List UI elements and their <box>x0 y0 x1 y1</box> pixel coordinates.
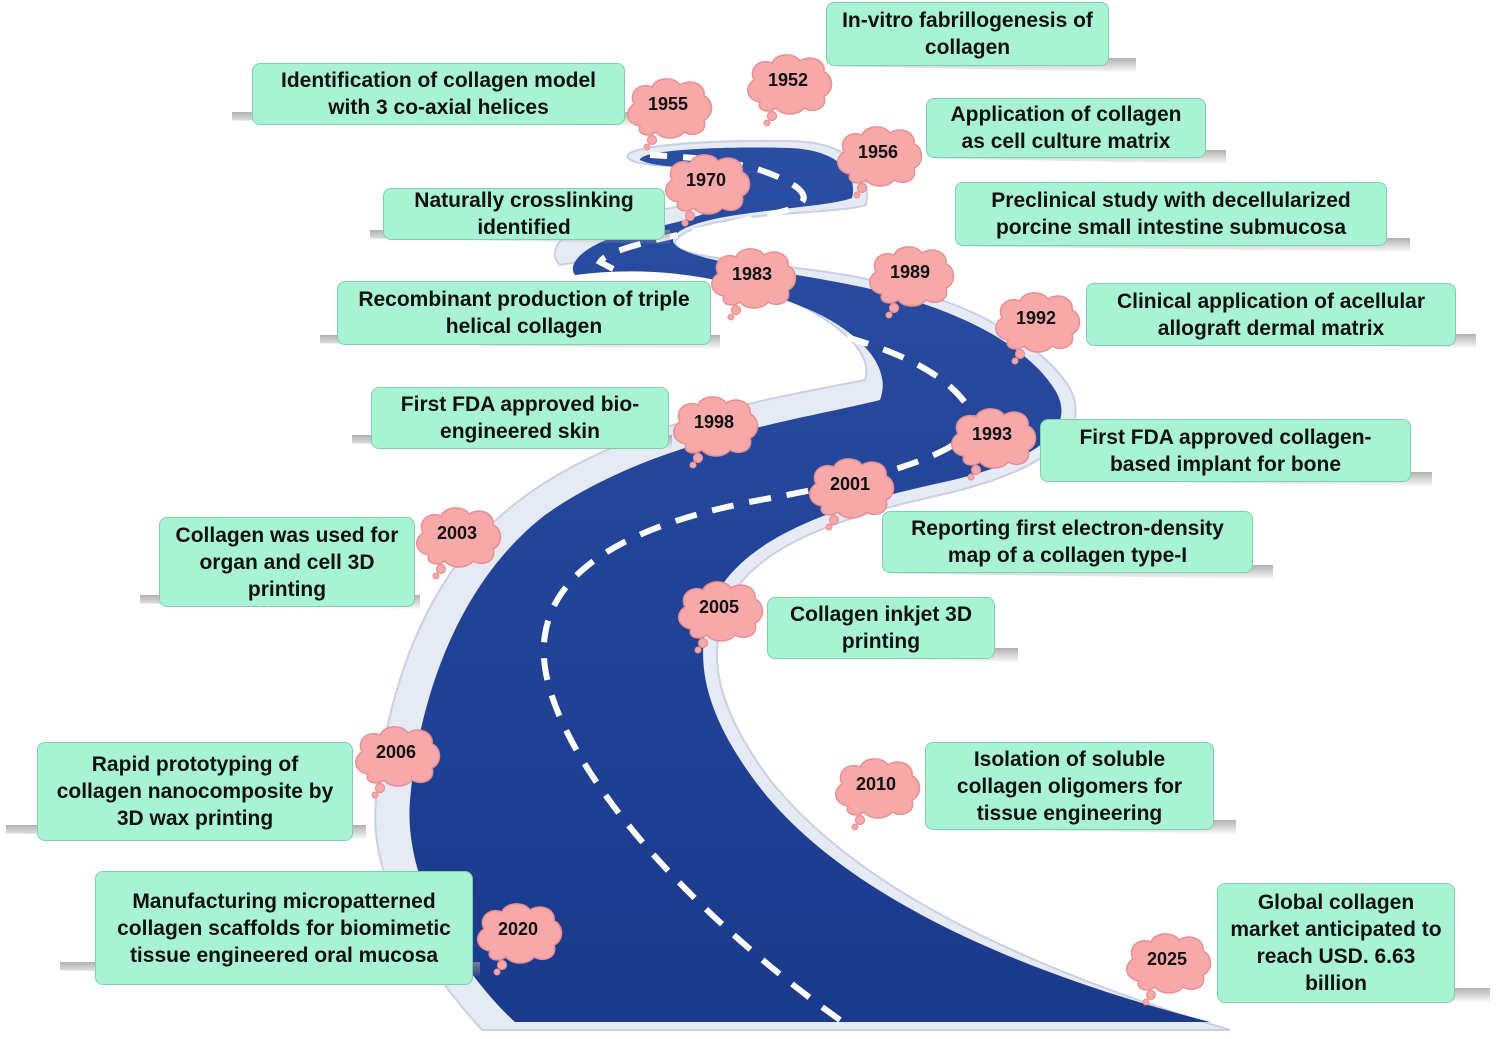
year-cloud: 1983 <box>706 244 798 322</box>
year-cloud: 2025 <box>1121 929 1213 1007</box>
event-text-box: Isolation of soluble collagen oligomers … <box>925 742 1214 830</box>
year-label: 2001 <box>829 474 871 494</box>
year-cloud: 1955 <box>622 74 714 152</box>
year-label: 2006 <box>375 742 417 762</box>
year-cloud: 1992 <box>990 288 1082 366</box>
year-cloud: 1989 <box>864 242 956 320</box>
year-cloud: 2005 <box>673 577 765 655</box>
year-cloud: 2001 <box>804 454 896 532</box>
event-text-box: Identification of collagen model with 3 … <box>252 63 625 125</box>
year-cloud: 2006 <box>350 722 442 800</box>
event-text-box: First FDA approved bio-engineered skin <box>371 387 669 449</box>
year-label: 2025 <box>1146 949 1188 969</box>
year-label: 1952 <box>767 70 809 90</box>
event-text-box: Recombinant production of triple helical… <box>337 281 711 345</box>
year-cloud: 1956 <box>832 122 924 200</box>
year-label: 2003 <box>436 523 478 543</box>
event-text-box: Preclinical study with decellularized po… <box>955 182 1387 246</box>
event-text-box: In-vitro fabrillogenesis of collagen <box>826 2 1109 66</box>
year-cloud: 1998 <box>668 392 760 470</box>
year-label: 2010 <box>855 774 897 794</box>
year-label: 1993 <box>971 424 1013 444</box>
year-label: 1955 <box>647 94 689 114</box>
year-label: 1956 <box>857 142 899 162</box>
year-label: 2020 <box>497 919 539 939</box>
year-cloud: 1970 <box>660 150 752 228</box>
event-text-box: Clinical application of acellular allogr… <box>1086 283 1456 346</box>
year-cloud: 1993 <box>946 404 1038 482</box>
year-cloud: 1952 <box>742 50 834 128</box>
year-label: 2005 <box>698 597 740 617</box>
event-text-box: Collagen was used for organ and cell 3D … <box>159 517 415 607</box>
year-label: 1989 <box>889 262 931 282</box>
event-text-box: Rapid prototyping of collagen nanocompos… <box>37 742 353 841</box>
year-label: 1998 <box>693 412 735 432</box>
year-label: 1970 <box>685 170 727 190</box>
year-cloud: 2003 <box>411 503 503 581</box>
event-text-box: First FDA approved collagen-based implan… <box>1040 419 1411 482</box>
year-cloud: 2020 <box>472 899 564 977</box>
event-text-box: Collagen inkjet 3D printing <box>767 597 995 659</box>
year-label: 1983 <box>731 264 773 284</box>
event-text-box: Global collagen market anticipated to re… <box>1217 883 1455 1003</box>
event-text-box: Naturally crosslinking identified <box>383 188 665 240</box>
year-label: 1992 <box>1015 308 1057 328</box>
event-text-box: Reporting first electron-density map of … <box>882 511 1253 573</box>
road-asphalt <box>409 147 1210 1022</box>
event-text-box: Application of collagen as cell culture … <box>926 98 1206 158</box>
road-center-dashes <box>540 152 976 1023</box>
event-text-box: Manufacturing micropatterned collagen sc… <box>95 871 473 985</box>
year-cloud: 2010 <box>830 754 922 832</box>
